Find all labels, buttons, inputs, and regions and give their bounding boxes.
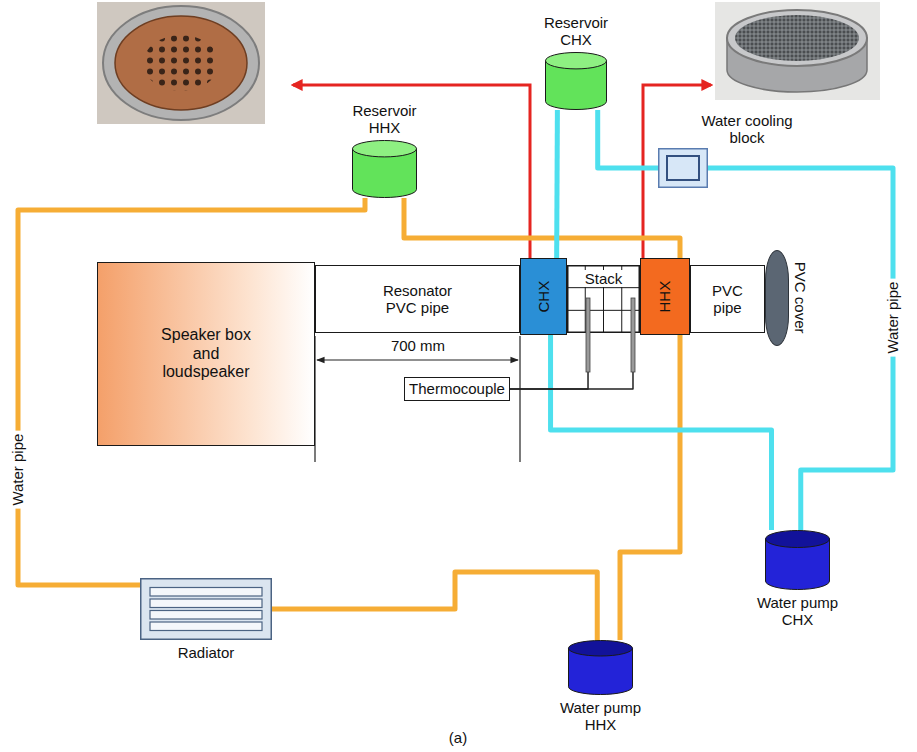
water-pipe xyxy=(272,572,597,640)
plate-holes xyxy=(143,35,219,91)
radiator-fin xyxy=(150,599,262,608)
radiator-frame xyxy=(141,579,272,640)
thermocouple-probe xyxy=(586,298,590,372)
node-label: Water cooling block xyxy=(692,112,802,147)
node-label: Speaker box and loudspeaker xyxy=(156,326,256,381)
water-pipe xyxy=(18,198,365,585)
node-label: Thermocouple xyxy=(409,380,505,397)
copper-plate xyxy=(115,16,247,110)
thermocouple-wire xyxy=(510,333,633,389)
radiator-shape xyxy=(140,578,272,640)
stack: Stack xyxy=(567,265,640,333)
heat-exchanger-photo xyxy=(97,2,265,124)
water-pipe xyxy=(708,168,893,530)
cooling-block: Water cooling block xyxy=(658,148,708,188)
pipe-label: Water pipe xyxy=(9,431,26,509)
node-label: Stack xyxy=(583,270,625,287)
node-label: Water pump CHX xyxy=(750,594,845,629)
block-inner xyxy=(667,156,699,180)
photo-background xyxy=(97,2,265,124)
pvc-cover: PVC cover xyxy=(765,250,789,346)
stack-outline xyxy=(568,266,640,333)
radiator-fin xyxy=(150,588,262,597)
reservoir-tank: Reservoir HHX xyxy=(352,140,417,198)
water-pump-shape xyxy=(568,640,633,695)
pointer-arrow xyxy=(643,85,711,258)
radiator-fin xyxy=(150,611,262,620)
resonator-pipe: Resonator PVC pipe xyxy=(315,265,520,333)
radiator: Radiator xyxy=(140,578,272,640)
thermocouple-wire xyxy=(510,333,588,389)
water-pump: Water pump HHX xyxy=(568,640,633,695)
dimension-arrow xyxy=(317,359,518,360)
node-label: PVC cover xyxy=(792,262,809,334)
node-label: Reservoir HHX xyxy=(345,102,425,137)
water-pipe xyxy=(620,335,680,640)
pvc-pipe: PVC pipe xyxy=(690,265,765,333)
node-label: HHX xyxy=(656,281,673,313)
photo-background xyxy=(715,2,880,100)
thermocouple-box: Thermocouple xyxy=(404,377,510,401)
node-label: PVC pipe xyxy=(705,282,750,317)
node-label: CHX xyxy=(535,281,552,313)
reservoir-tank-shape xyxy=(545,52,607,110)
pointer-arrow xyxy=(293,85,530,258)
water-pipe xyxy=(551,335,772,530)
mesh-stack xyxy=(735,15,859,61)
water-pipe xyxy=(554,110,560,258)
tank-top xyxy=(353,141,417,157)
tank-top xyxy=(546,53,607,69)
dimension-tick xyxy=(519,336,520,462)
water-pump-shape xyxy=(765,530,830,590)
tank-top xyxy=(766,531,830,548)
reservoir-tank-shape xyxy=(352,140,417,198)
block-frame xyxy=(659,149,708,188)
pipe-ring xyxy=(103,6,259,120)
holder-rim xyxy=(727,10,867,66)
pipe-label: Water pipe xyxy=(884,279,901,357)
caption: (a) xyxy=(446,729,470,746)
radiator-fin xyxy=(150,622,262,631)
dimension-label: 700 mm xyxy=(388,337,448,354)
stack-photo xyxy=(715,2,880,100)
tank-top xyxy=(569,641,633,657)
thermocouple-probe xyxy=(631,298,635,372)
node-label: Reservoir CHX xyxy=(536,14,616,49)
water-pipe xyxy=(598,110,658,168)
cold-heat-exchanger: CHX xyxy=(520,258,567,335)
water-pump: Water pump CHX xyxy=(765,530,830,590)
node-label: Radiator xyxy=(178,644,235,661)
node-label: Water pump HHX xyxy=(553,699,648,734)
cooling-block-shape xyxy=(658,148,708,188)
speaker-box: Speaker box and loudspeaker xyxy=(97,262,315,446)
node-label: Resonator PVC pipe xyxy=(373,282,463,317)
stack-grid xyxy=(567,287,640,288)
water-pipe xyxy=(404,198,680,258)
reservoir-tank: Reservoir CHX xyxy=(545,52,607,110)
stack-grid xyxy=(567,310,640,311)
hot-heat-exchanger: HHX xyxy=(640,258,690,335)
